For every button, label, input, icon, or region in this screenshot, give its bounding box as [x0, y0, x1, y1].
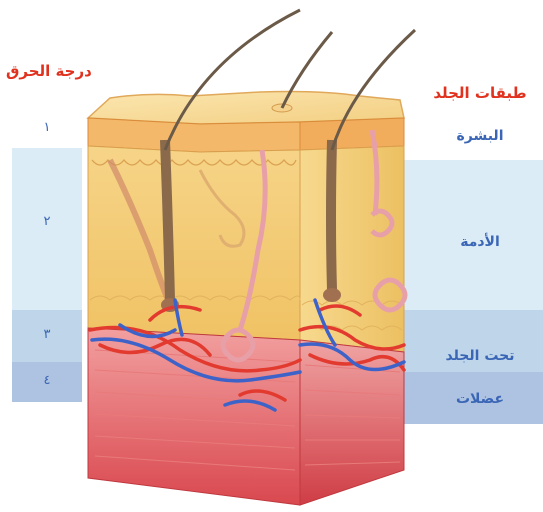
burn-degree-3: ٣: [12, 327, 82, 342]
layer-epidermis: البشرة: [420, 128, 540, 144]
side-dermis: [300, 146, 404, 352]
layer-subcutis: تحت الجلد: [420, 348, 540, 364]
burn-degree-2: ٢: [12, 214, 82, 229]
hair-follicle-right: [331, 140, 332, 290]
burn-degree-4: ٤: [12, 373, 82, 388]
layer-muscle: عضلات: [420, 391, 540, 407]
skin-layers-title: طبقات الجلد: [420, 84, 540, 102]
side-epidermis: [300, 118, 404, 150]
hair-follicle-left: [165, 140, 170, 300]
layer-dermis: الأدمة: [420, 234, 540, 250]
burn-degree-1: ١: [12, 120, 82, 135]
burn-degree-title: درجة الحرق: [6, 62, 90, 80]
front-muscle: [88, 328, 300, 505]
